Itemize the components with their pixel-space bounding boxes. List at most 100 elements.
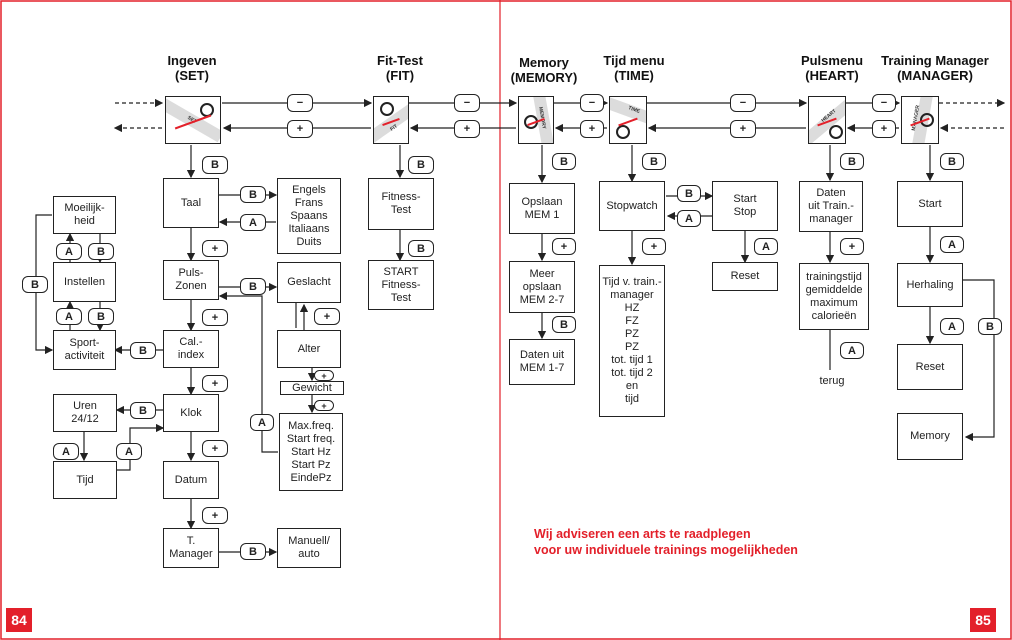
box-opslaan1: Opslaan MEM 1 (509, 183, 575, 234)
plus-key: + (552, 238, 576, 255)
box-herhaling: Herhaling (897, 263, 963, 307)
box-taal: Taal (163, 178, 219, 228)
set-dial-icon: SET (165, 96, 221, 144)
header-heart: Pulsmenu (HEART) (800, 53, 864, 83)
heart-dial-icon: HEART (808, 96, 846, 144)
page-number-left: 84 (6, 608, 32, 632)
b-key: B (840, 153, 864, 170)
a-key: A (250, 414, 274, 431)
box-calindex: Cal.- index (163, 330, 219, 368)
box-opslaan27: Meer opslaan MEM 2-7 (509, 261, 575, 313)
box-startstop: Start Stop (712, 181, 778, 231)
time-dial-icon: TIME (609, 96, 647, 144)
a-key: A (940, 236, 964, 253)
plus-key: + (314, 400, 334, 411)
b-key: B (22, 276, 48, 293)
box-languages: Engels Frans Spaans Italiaans Duits (277, 178, 341, 254)
b-key: B (88, 243, 114, 260)
minus-key: − (454, 94, 480, 112)
plus-key: + (642, 238, 666, 255)
a-key: A (840, 342, 864, 359)
box-instellen: Instellen (53, 262, 116, 302)
box-datenuit: Daten uit Train.- manager (799, 181, 863, 232)
box-maxfreq: Max.freq. Start freq. Start Hz Start Pz … (279, 413, 343, 491)
box-geslacht: Geslacht (277, 262, 341, 303)
box-memory-mgr: Memory (897, 413, 963, 460)
b-key: B (130, 402, 156, 419)
a-key: A (56, 243, 82, 260)
minus-key: − (287, 94, 313, 112)
box-uren: Uren 24/12 (53, 394, 117, 432)
warning-line-1: Wij adviseren een arts te raadplegen (534, 527, 751, 541)
header-time: Tijd menu (TIME) (603, 53, 665, 83)
b-key: B (978, 318, 1002, 335)
header-fit: Fit-Test (FIT) (377, 53, 423, 83)
minus-key: − (730, 94, 756, 112)
a-key: A (240, 214, 266, 231)
plus-key: + (202, 375, 228, 392)
b-key: B (130, 342, 156, 359)
plus-key: + (580, 120, 604, 138)
b-key: B (552, 153, 576, 170)
a-key: A (940, 318, 964, 335)
plus-key: + (202, 440, 228, 457)
manager-dial-icon: MANAGER (901, 96, 939, 144)
warning-line-2: voor uw individuele trainings mogelijkhe… (534, 543, 798, 557)
box-moeilijkheid: Moeilijk- heid (53, 196, 116, 234)
b-key: B (552, 316, 576, 333)
box-reset-time: Reset (712, 262, 778, 291)
box-tijdtrain: Tijd v. train.- manager HZ FZ PZ PZ tot.… (599, 265, 665, 417)
plus-key: + (287, 120, 313, 138)
plus-key: + (872, 120, 896, 138)
box-trainingstijd: trainingstijd gemiddelde maximum calorie… (799, 263, 869, 330)
plus-key: + (202, 240, 228, 257)
b-key: B (940, 153, 964, 170)
box-pulszonen: Puls- Zonen (163, 260, 219, 300)
box-klok: Klok (163, 394, 219, 432)
plus-key: + (202, 507, 228, 524)
b-key: B (642, 153, 666, 170)
b-key: B (408, 156, 434, 174)
box-datum: Datum (163, 461, 219, 499)
box-manuell: Manuell/ auto (277, 528, 341, 568)
box-alter: Alter (277, 330, 341, 368)
a-key: A (754, 238, 778, 255)
box-reset-mgr: Reset (897, 344, 963, 390)
a-key: A (116, 443, 142, 460)
header-set: Ingeven (SET) (167, 53, 217, 83)
box-daten17: Daten uit MEM 1-7 (509, 339, 575, 385)
warning-text: Wij adviseren een arts te raadplegen voo… (534, 526, 798, 558)
plus-key: + (730, 120, 756, 138)
terug-label: terug (819, 375, 845, 387)
box-sportactiviteit: Sport- activiteit (53, 330, 116, 370)
page-number-right: 85 (970, 608, 996, 632)
minus-key: − (872, 94, 896, 112)
a-key: A (53, 443, 79, 460)
plus-key: + (202, 309, 228, 326)
box-fitnesstest: Fitness- Test (368, 178, 434, 230)
plus-key: + (314, 370, 334, 381)
memory-dial-icon: MEMORY (518, 96, 554, 144)
a-key: A (56, 308, 82, 325)
b-key: B (240, 543, 266, 560)
box-stopwatch: Stopwatch (599, 181, 665, 231)
header-manager: Training Manager (MANAGER) (881, 53, 989, 83)
box-tijd: Tijd (53, 461, 117, 499)
plus-key: + (314, 308, 340, 325)
b-key: B (240, 186, 266, 203)
box-startfitness: START Fitness- Test (368, 260, 434, 310)
a-key: A (677, 210, 701, 227)
plus-key: + (454, 120, 480, 138)
plus-key: + (840, 238, 864, 255)
header-memory: Memory (MEMORY) (510, 55, 578, 85)
minus-key: − (580, 94, 604, 112)
b-key: B (202, 156, 228, 174)
b-key: B (88, 308, 114, 325)
box-tmanager: T. Manager (163, 528, 219, 568)
box-start: Start (897, 181, 963, 227)
b-key: B (408, 240, 434, 257)
fit-dial-icon: FIT (373, 96, 409, 144)
b-key: B (677, 185, 701, 202)
b-key: B (240, 278, 266, 295)
box-gewicht: Gewicht (280, 381, 344, 395)
